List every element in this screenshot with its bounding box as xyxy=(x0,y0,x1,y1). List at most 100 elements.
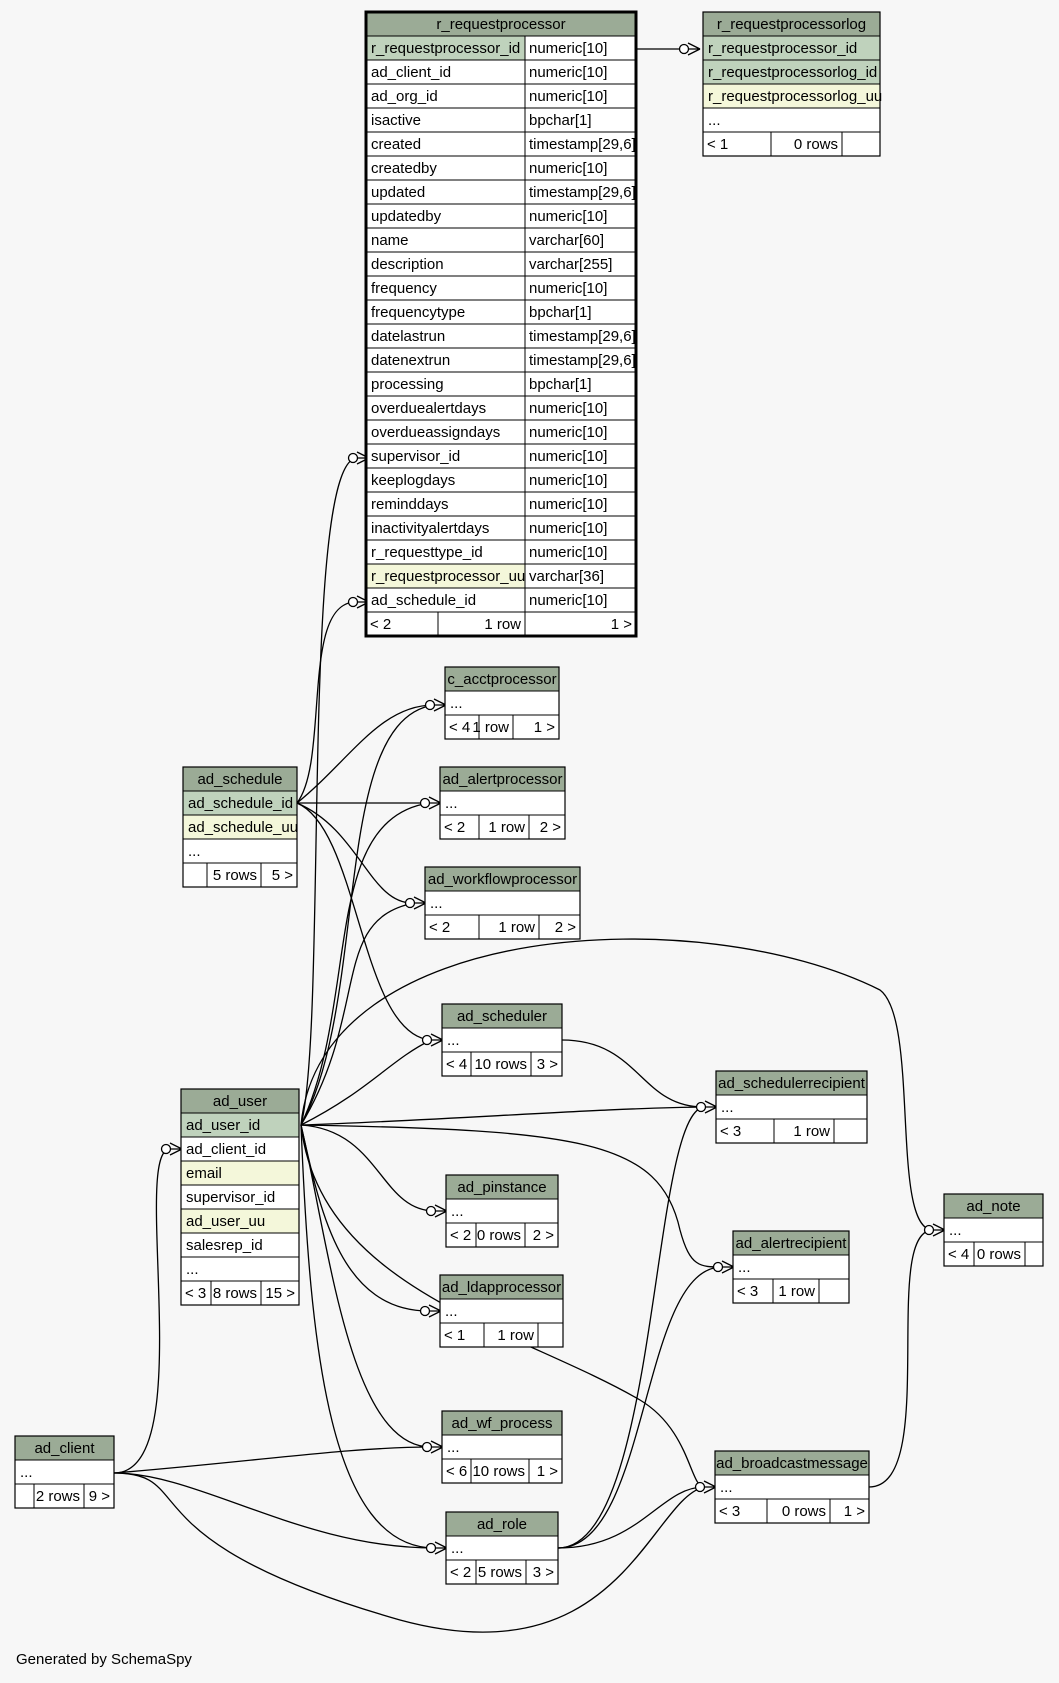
footer-children-link: 5 > xyxy=(272,867,294,884)
column-type: numeric[10] xyxy=(529,592,607,609)
column-name-cell xyxy=(365,35,526,61)
footer-parents-cell xyxy=(180,1280,212,1306)
column-name: r_requestprocessor_id xyxy=(371,40,520,57)
relationship-ad_user-to-ad_broadcastmessage xyxy=(300,1124,705,1488)
column-type: numeric[10] xyxy=(529,208,607,225)
crows-foot-marker xyxy=(160,1142,183,1156)
footer-parents-link: < 2 xyxy=(429,919,450,936)
footer-parents-link: < 6 xyxy=(446,1463,467,1480)
column-cell xyxy=(715,1094,868,1120)
table-border xyxy=(441,1003,563,1077)
column-name-cell xyxy=(365,419,526,445)
column-name: r_requestprocessor_uu xyxy=(371,568,525,585)
footer-row-count: 1 row xyxy=(497,1327,534,1344)
column-name-cell xyxy=(365,395,526,421)
footer-row-count: 10 rows xyxy=(472,1463,525,1480)
footer-children-cell xyxy=(833,1118,868,1144)
relationship-ad_role-to-ad_alertrecipient xyxy=(557,1266,723,1549)
crows-foot-marker xyxy=(695,1100,718,1114)
column-cell xyxy=(702,35,881,61)
footer-children-cell xyxy=(1024,1241,1044,1267)
table-title: ad_client xyxy=(34,1440,95,1457)
column-name: ... xyxy=(708,112,721,129)
column-cell xyxy=(445,1535,559,1561)
column-type-cell xyxy=(524,251,637,277)
footer-children-link: 3 > xyxy=(533,1564,555,1581)
crows-foot-marker xyxy=(419,1304,442,1318)
table-title: ad_schedulerrecipient xyxy=(718,1075,866,1092)
table-header xyxy=(445,1174,559,1200)
column-type: timestamp[29,6] xyxy=(529,328,636,345)
table-header xyxy=(14,1435,115,1461)
column-cell xyxy=(182,790,298,816)
column-cell xyxy=(444,690,560,716)
relationship-ad_schedule-to-ad_scheduler xyxy=(296,802,432,1041)
footer-row-count: 2 rows xyxy=(36,1488,80,1505)
column-cell xyxy=(424,890,581,916)
column-type-cell xyxy=(524,467,637,493)
table-ad_user[interactable]: ad_userad_user_idad_client_idemailsuperv… xyxy=(180,1088,300,1306)
column-name: name xyxy=(371,232,409,249)
column-type-cell xyxy=(524,395,637,421)
table-r_requestprocessorlog[interactable]: r_requestprocessorlogr_requestprocessor_… xyxy=(702,11,882,157)
table-title: ad_alertrecipient xyxy=(736,1235,848,1252)
column-type: numeric[10] xyxy=(529,496,607,513)
footer-children-cell xyxy=(525,1559,559,1585)
column-name: overduealertdays xyxy=(371,400,486,417)
column-name: frequencytype xyxy=(371,304,465,321)
crows-foot-marker xyxy=(923,1223,946,1237)
footer-children-link: 1 > xyxy=(844,1503,866,1520)
footer-row-count: 1 row xyxy=(778,1283,815,1300)
table-title: ad_broadcastmessage xyxy=(716,1455,868,1472)
table-border xyxy=(444,666,560,740)
column-type: bpchar[1] xyxy=(529,304,592,321)
footer-children-link: 1 > xyxy=(537,1463,559,1480)
table-border xyxy=(702,11,881,157)
footer-rows-cell xyxy=(210,1280,262,1306)
table-ad_schedule[interactable]: ad_schedulead_schedule_idad_schedule_uu.… xyxy=(182,766,298,888)
relationship-ad_role-to-ad_broadcastmessage xyxy=(557,1486,705,1549)
table-title: ad_user xyxy=(213,1093,267,1110)
relationship-ad_user-to-ad_wf_process xyxy=(300,1124,432,1448)
column-type-cell xyxy=(524,203,637,229)
footer-row-count: 1 row xyxy=(793,1123,830,1140)
footer-parents-link: < 2 xyxy=(450,1564,471,1581)
column-name: r_requesttype_id xyxy=(371,544,483,561)
column-type: numeric[10] xyxy=(529,544,607,561)
footer-parents-link: < 2 xyxy=(450,1227,471,1244)
table-title: ad_wf_process xyxy=(452,1415,553,1432)
column-type: numeric[10] xyxy=(529,472,607,489)
column-type: varchar[36] xyxy=(529,568,604,585)
footer-children-cell xyxy=(537,1322,564,1348)
column-cell xyxy=(439,790,566,816)
table-header xyxy=(365,11,637,37)
column-name: ad_user_id xyxy=(186,1117,260,1134)
column-name: processing xyxy=(371,376,444,393)
column-name: datelastrun xyxy=(371,328,445,345)
table-title: ad_note xyxy=(966,1198,1020,1215)
table-border xyxy=(732,1230,850,1304)
footer-row-count: 0 rows xyxy=(477,1227,521,1244)
column-type: numeric[10] xyxy=(529,64,607,81)
footer-parents-link: < 3 xyxy=(185,1285,206,1302)
footer-rows-cell xyxy=(206,862,262,888)
crows-foot-marker xyxy=(425,1541,448,1555)
column-name: supervisor_id xyxy=(371,448,460,465)
column-type: timestamp[29,6] xyxy=(529,136,636,153)
column-name: ... xyxy=(445,795,458,812)
